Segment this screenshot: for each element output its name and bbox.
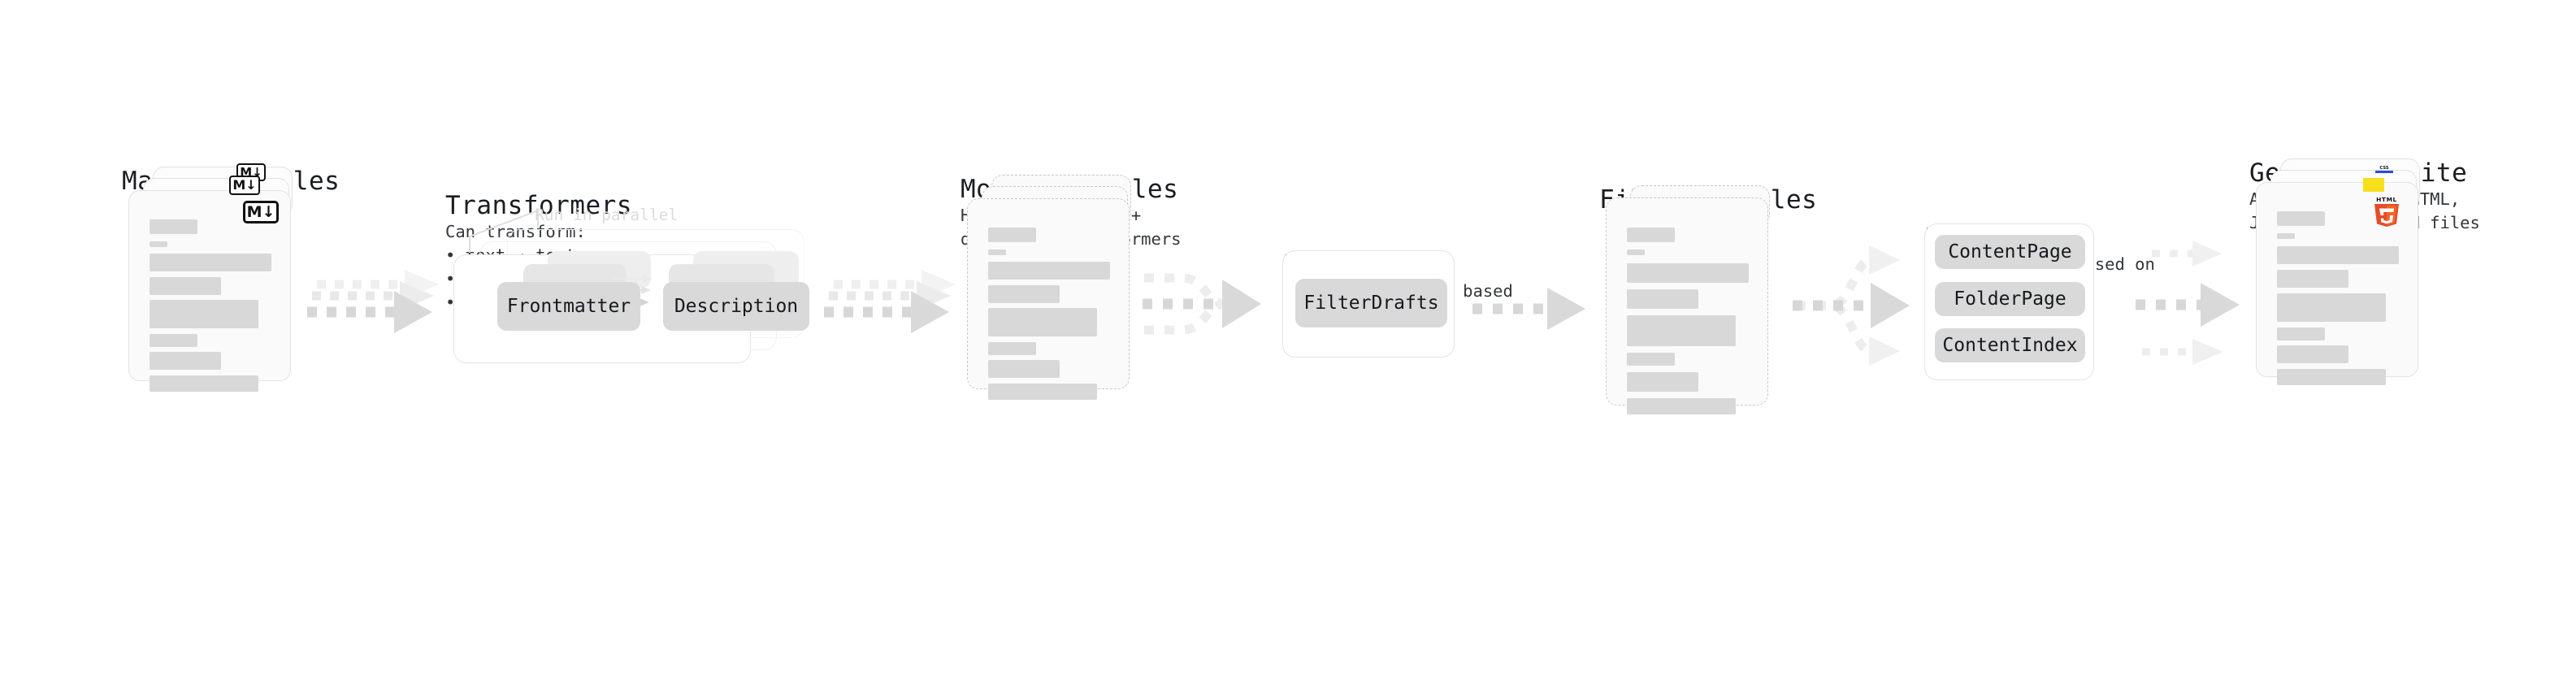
html5-icon: HTML xyxy=(2370,194,2404,232)
markdown-icon-letter: M xyxy=(246,202,262,221)
skeleton-bar xyxy=(1627,228,1675,242)
stage-transformers: Run in parallel Frontmatt xyxy=(445,191,827,459)
markdown-icon-letter: M xyxy=(232,177,246,193)
skeleton-bar xyxy=(988,308,1097,336)
arrow-filters-to-filtered xyxy=(1472,288,1585,330)
modified-card-front xyxy=(967,198,1130,400)
transformer-pill-description[interactable]: Description xyxy=(663,282,809,331)
skeleton-bar xyxy=(150,352,221,370)
skeleton-bar xyxy=(1627,289,1698,309)
transformer-pill-frontmatter-label: Frontmatter xyxy=(506,296,631,317)
skeleton-bar xyxy=(150,219,197,234)
arrow-emitters-to-site xyxy=(2136,241,2240,365)
html5-icon-wordmark: HTML xyxy=(2376,196,2397,203)
markdown-icon-arrow: ↓ xyxy=(262,202,275,221)
markdown-icon-letter: M xyxy=(240,164,253,180)
stage-filtered-files: Filtered files xyxy=(1599,185,1817,453)
javascript-icon xyxy=(2363,178,2384,195)
skeleton-bar xyxy=(988,285,1060,303)
emitter-pill-contentindex-label: ContentIndex xyxy=(1942,335,2078,356)
skeleton-bar xyxy=(1627,398,1736,414)
skeleton-bar xyxy=(2277,233,2295,239)
skeleton-bar xyxy=(2277,345,2348,363)
css3-icon: CSS xyxy=(2374,163,2394,179)
transformer-pill-description-label: Description xyxy=(674,296,799,317)
emitter-pill-contentindex[interactable]: ContentIndex xyxy=(1935,328,2085,362)
transformer-pill-frontmatter[interactable]: Frontmatter xyxy=(497,282,640,331)
emitter-pill-contentpage-label: ContentPage xyxy=(1948,241,2072,262)
skeleton-bar xyxy=(988,262,1110,280)
skeleton-bar xyxy=(988,384,1097,400)
skeleton-bar xyxy=(2277,369,2386,385)
arrow-filtered-to-emitters xyxy=(1793,245,1910,366)
skeleton-bar xyxy=(988,360,1060,378)
markdown-card-front xyxy=(128,190,291,392)
emitter-pill-folderpage-label: FolderPage xyxy=(1954,288,2066,310)
markdown-icon-front: M↓ xyxy=(243,201,279,223)
skeleton-bar xyxy=(2277,293,2386,322)
arrow-modified-to-filters xyxy=(1143,273,1261,335)
arrow-transformers-to-modified xyxy=(824,270,956,333)
skeleton-bar xyxy=(1627,353,1675,366)
skeleton-bar xyxy=(1627,315,1736,346)
parallel-note: Run in parallel xyxy=(535,206,679,224)
skeleton-bar xyxy=(150,254,271,271)
markdown-icon-mid: M↓ xyxy=(229,176,260,195)
skeleton-bar xyxy=(1627,372,1698,392)
skeleton-bar xyxy=(2277,211,2325,226)
stage-filters: FilterDrafts Filters Remove some files b… xyxy=(1282,250,1526,462)
filter-pill-filterdrafts-label: FilterDrafts xyxy=(1303,293,1439,314)
parallel-bracket xyxy=(469,209,539,253)
markdown-icon-arrow: ↓ xyxy=(252,164,262,180)
emitter-pill-contentpage[interactable]: ContentPage xyxy=(1935,235,2085,269)
skeleton-bar xyxy=(150,241,167,247)
transformers-description-title: Can transform: xyxy=(445,222,586,241)
stage-modified-files: Modified files HTML Syntax Tree + data f… xyxy=(961,175,1182,451)
emitter-pill-folderpage[interactable]: FolderPage xyxy=(1935,282,2085,316)
stage-markdown-files: M↓ M↓ M↓ Markdown Files xyxy=(122,163,340,435)
skeleton-bar xyxy=(150,277,221,295)
skeleton-bar xyxy=(1627,263,1749,283)
skeleton-bar xyxy=(2277,327,2325,340)
stage-emitters: ContentPage FolderPage ContentIndex Emit… xyxy=(1924,223,2184,451)
arrow-markdown-to-transformers xyxy=(307,270,439,333)
skeleton-bar xyxy=(150,300,258,328)
stage-generated-site: CSS HTML Generated Site A collection of … xyxy=(2249,158,2493,443)
svg-text:CSS: CSS xyxy=(2379,166,2388,171)
filter-pill-filterdrafts[interactable]: FilterDrafts xyxy=(1295,279,1447,327)
skeleton-bar xyxy=(1627,249,1645,255)
skeleton-bar xyxy=(2277,270,2348,288)
skeleton-bar xyxy=(2277,246,2399,264)
skeleton-bar xyxy=(988,228,1036,242)
skeleton-bar xyxy=(150,375,258,392)
markdown-icon-arrow: ↓ xyxy=(245,177,257,193)
filtered-card-front xyxy=(1606,197,1768,414)
skeleton-bar xyxy=(988,342,1036,355)
skeleton-bar xyxy=(988,249,1006,255)
skeleton-bar xyxy=(150,334,197,347)
